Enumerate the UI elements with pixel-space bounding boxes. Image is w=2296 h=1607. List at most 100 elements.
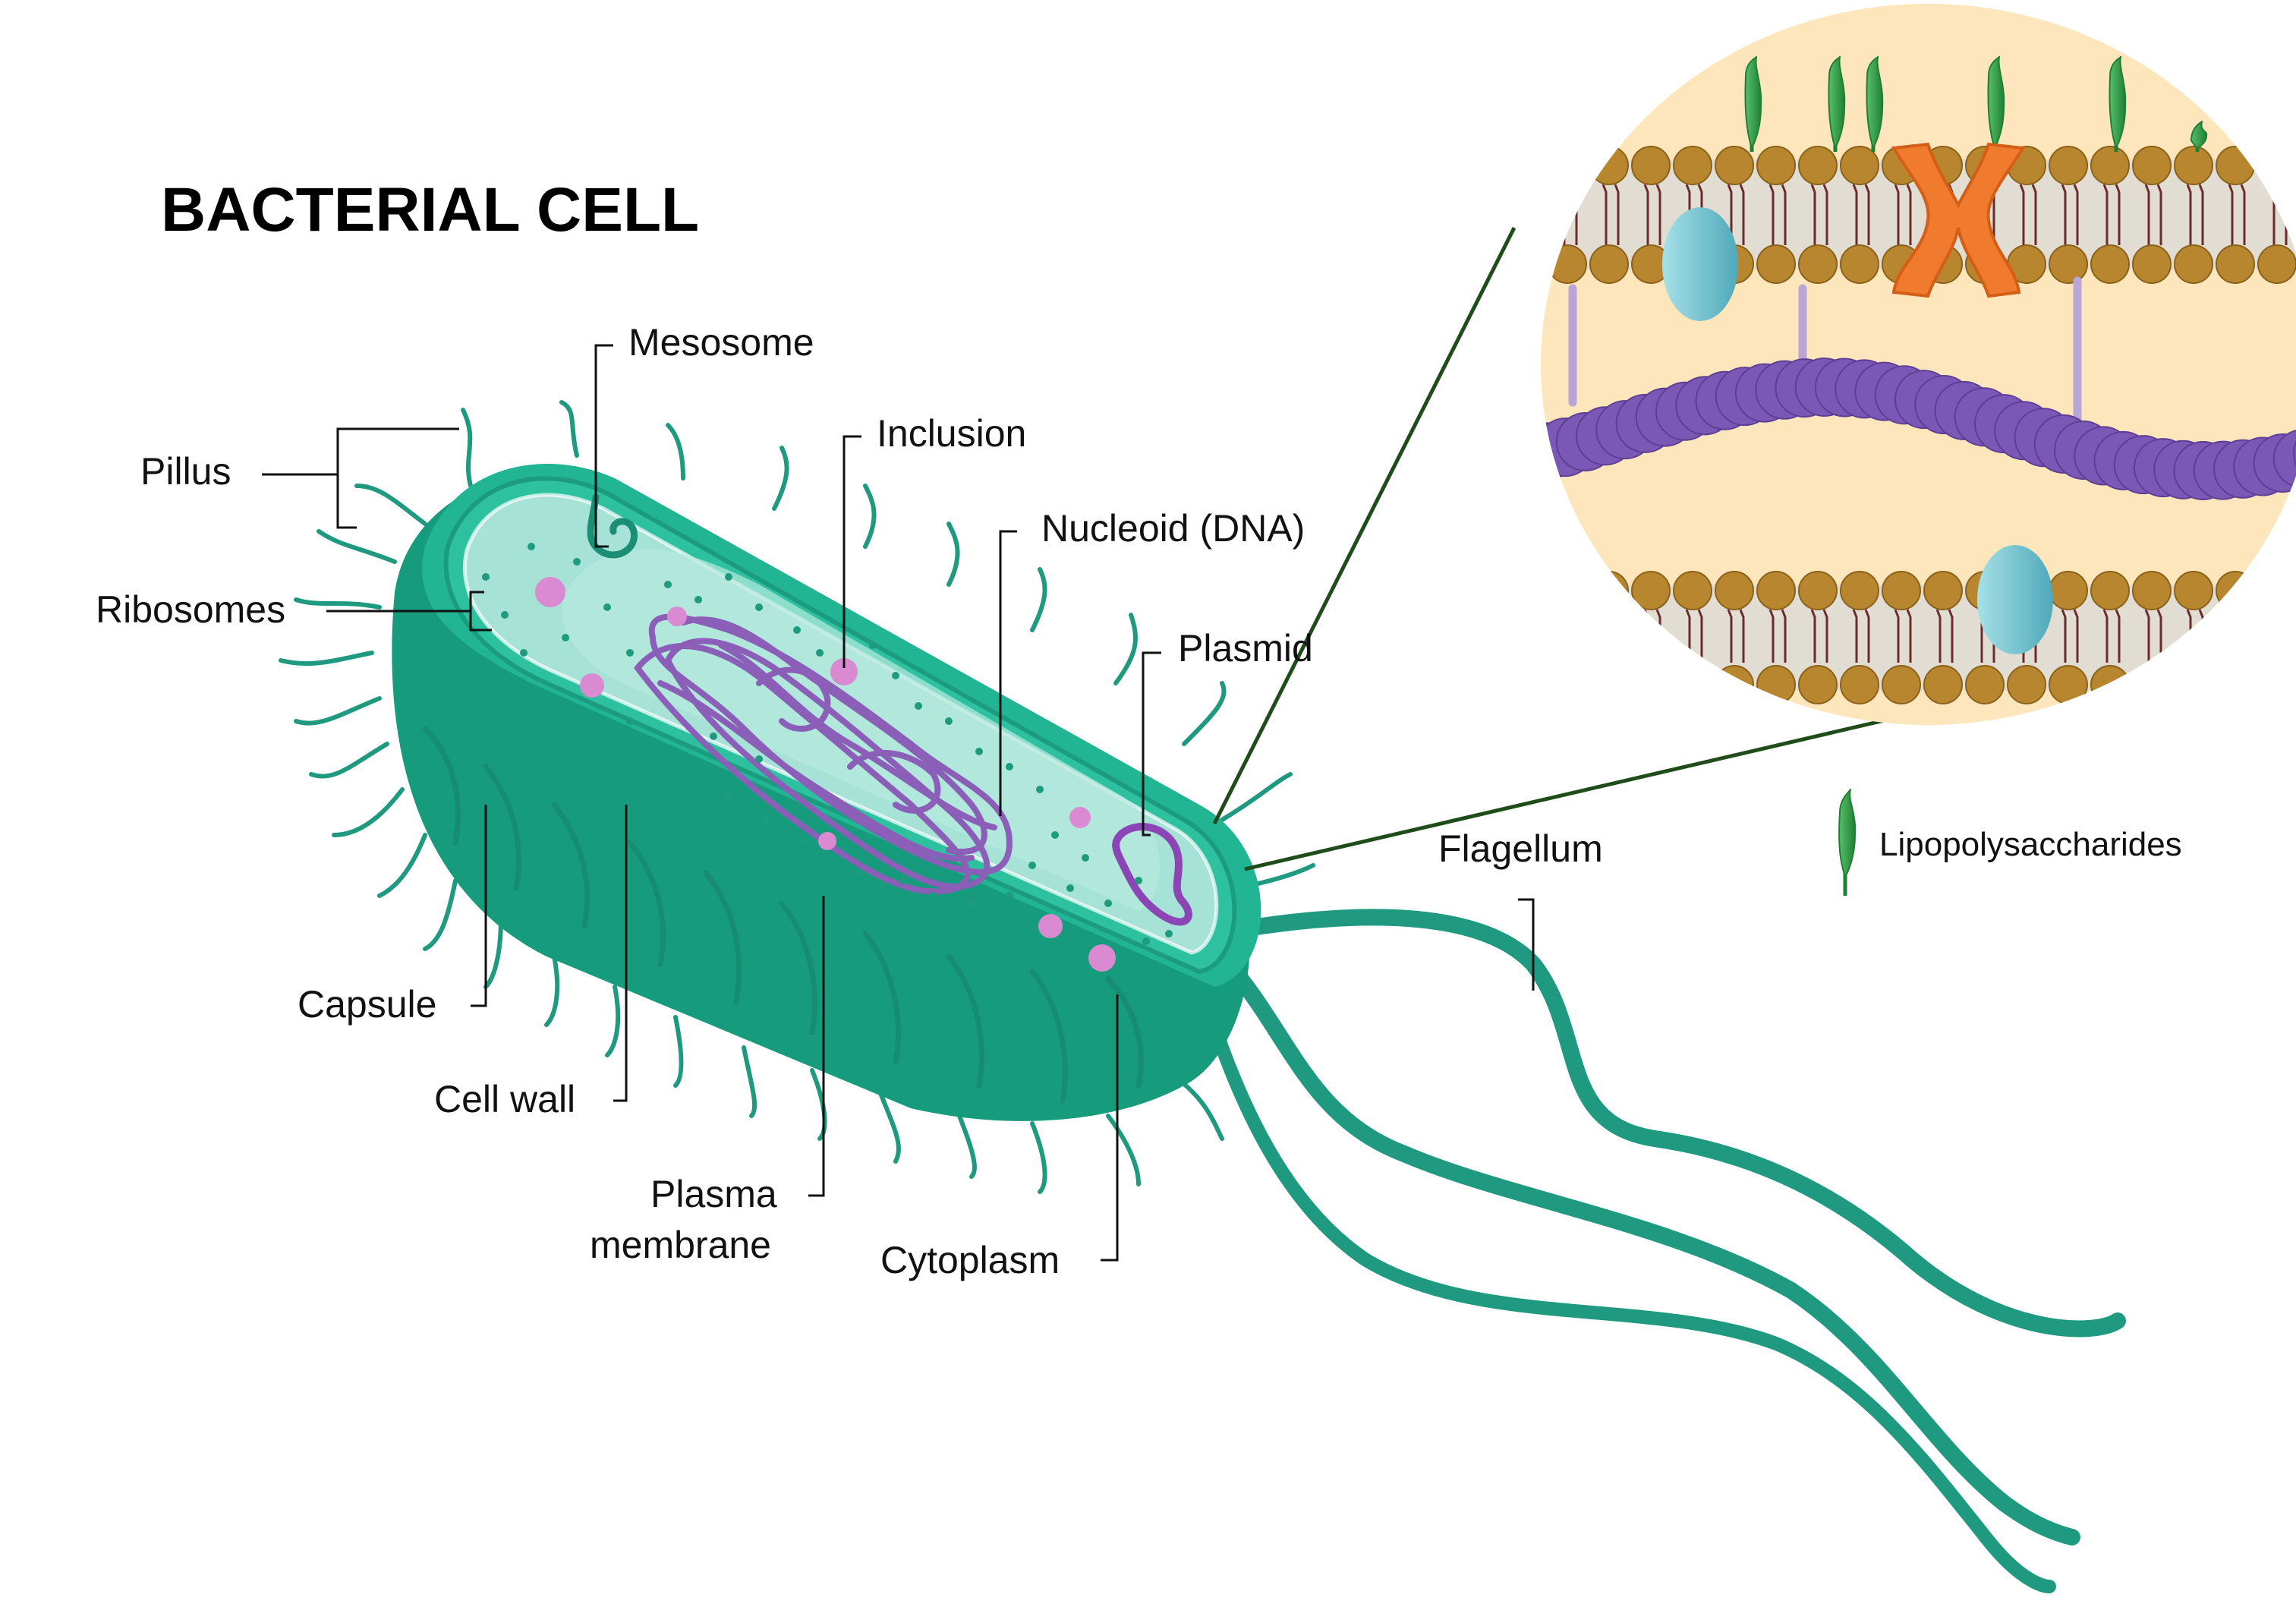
lipid-tail bbox=[1602, 609, 1608, 663]
lipid-tail bbox=[2240, 609, 2246, 663]
lipid-head bbox=[1756, 571, 1796, 610]
lipid-tail bbox=[2228, 609, 2234, 663]
lipid-head bbox=[1589, 244, 1629, 284]
lipid-head bbox=[1756, 244, 1796, 284]
lipid-head bbox=[1923, 665, 1963, 704]
lipid-tail bbox=[1822, 609, 1828, 663]
lipid-head bbox=[2174, 665, 2213, 704]
flagellum-strand bbox=[1192, 972, 2056, 1593]
lipid-head bbox=[1798, 571, 1838, 610]
lps-chain bbox=[1586, 120, 1605, 152]
zoom-connectors bbox=[1212, 226, 1898, 871]
lipid-tail bbox=[2073, 609, 2079, 663]
lipid-head bbox=[2049, 665, 2088, 704]
lipid-head bbox=[1589, 146, 1629, 185]
membrane-protein bbox=[1977, 545, 2053, 654]
lipid-head bbox=[2174, 146, 2213, 185]
lipid-head bbox=[1798, 146, 1838, 185]
lipid-tail bbox=[1560, 609, 1566, 663]
label-cytoplasm: Cytoplasm bbox=[880, 1239, 1060, 1281]
lipid-tail bbox=[1697, 609, 1703, 663]
lipid-head bbox=[2090, 146, 2130, 185]
lipid-tail bbox=[1532, 184, 1535, 245]
lipid-head bbox=[1923, 571, 1963, 610]
lipid-head bbox=[2132, 146, 2172, 185]
lipid-head bbox=[2257, 244, 2296, 284]
lipid-tail bbox=[1532, 610, 1535, 663]
lipid-tail bbox=[1864, 609, 1870, 663]
lipid-tail bbox=[1655, 184, 1661, 245]
lipid-head bbox=[1756, 665, 1796, 704]
lipid-tail bbox=[2061, 609, 2067, 663]
lipid-head bbox=[2132, 665, 2172, 704]
lipid-head bbox=[1715, 146, 1754, 185]
lipopolysaccharide-icon bbox=[1838, 788, 1857, 896]
page-title: BACTERIAL CELL bbox=[161, 175, 700, 244]
peptidoglycan-bead bbox=[1541, 426, 1555, 486]
lipid-tail bbox=[1739, 609, 1745, 663]
inclusions-group bbox=[535, 577, 1116, 972]
lipid-head bbox=[1756, 146, 1796, 185]
lipid-tail bbox=[1572, 609, 1578, 663]
lipid-tail bbox=[1822, 184, 1828, 245]
lps-chain bbox=[1744, 55, 1762, 152]
lipid-tail bbox=[2186, 184, 2192, 245]
ribosomes-group bbox=[482, 543, 1173, 945]
lps-chain bbox=[1828, 55, 1846, 152]
lipid-head bbox=[2257, 146, 2296, 185]
lipid-tail bbox=[1614, 184, 1620, 245]
lps-chain bbox=[2109, 55, 2127, 152]
lipid-tail bbox=[1864, 184, 1870, 245]
lipid-head bbox=[1673, 571, 1712, 610]
lipid-tail bbox=[1602, 184, 1608, 245]
lipid-head bbox=[1548, 146, 1587, 185]
lipid-head bbox=[1548, 244, 1587, 284]
lipid-head bbox=[1541, 244, 1545, 284]
label-plasma-membrane-1: Plasma bbox=[650, 1173, 777, 1215]
lipid-head bbox=[2049, 146, 2088, 185]
membrane-zoom bbox=[1520, 4, 2296, 725]
lipid-tail bbox=[1768, 609, 1775, 663]
lipid-head bbox=[2049, 571, 2088, 610]
lipid-head bbox=[2257, 665, 2296, 704]
lps-chains bbox=[1586, 55, 2208, 152]
lipid-head bbox=[1548, 665, 1587, 704]
lipid-head bbox=[2132, 571, 2172, 610]
lipid-tail bbox=[2102, 609, 2109, 663]
lipid-tail bbox=[2115, 609, 2121, 663]
lipid-head bbox=[2090, 665, 2130, 704]
lipid-tail bbox=[1852, 609, 1858, 663]
lipid-tail bbox=[1781, 184, 1787, 245]
lipid-head bbox=[1798, 244, 1838, 284]
flagella-group bbox=[1192, 909, 2126, 1593]
plasmid-shape bbox=[1112, 823, 1192, 926]
lipid-head bbox=[2090, 244, 2130, 284]
lipid-head bbox=[1965, 665, 2005, 704]
lipid-head bbox=[2007, 665, 2046, 704]
lipid-head bbox=[1541, 571, 1545, 610]
label-capsule: Capsule bbox=[298, 983, 437, 1026]
label-nucleoid: Nucleoid (DNA) bbox=[1041, 507, 1305, 550]
nucleoid-shape bbox=[633, 613, 1013, 895]
lipid-tail bbox=[1614, 609, 1620, 663]
lipid-tail bbox=[2144, 609, 2150, 663]
lipid-tail bbox=[1894, 184, 1900, 245]
label-pillus: Pillus bbox=[140, 450, 231, 493]
lipid-tail bbox=[1520, 610, 1523, 663]
lipid-tail bbox=[2144, 184, 2150, 245]
lipid-tail bbox=[1852, 184, 1858, 245]
lipid-head bbox=[2174, 571, 2213, 610]
lipid-head bbox=[2216, 665, 2255, 704]
pili-group bbox=[279, 400, 1315, 1194]
label-plasma-membrane-2: membrane bbox=[590, 1224, 771, 1266]
lipid-tail bbox=[1520, 184, 1523, 245]
lipid-head bbox=[1548, 571, 1587, 610]
lipid-tail bbox=[1810, 184, 1816, 245]
lipid-head bbox=[1715, 571, 1754, 610]
lipid-tail bbox=[1781, 609, 1787, 663]
lipid-tail bbox=[2198, 184, 2204, 245]
lipid-tail bbox=[2156, 184, 2162, 245]
peptidoglycan-bead bbox=[2293, 424, 2296, 484]
label-mesosome: Mesosome bbox=[628, 321, 814, 364]
